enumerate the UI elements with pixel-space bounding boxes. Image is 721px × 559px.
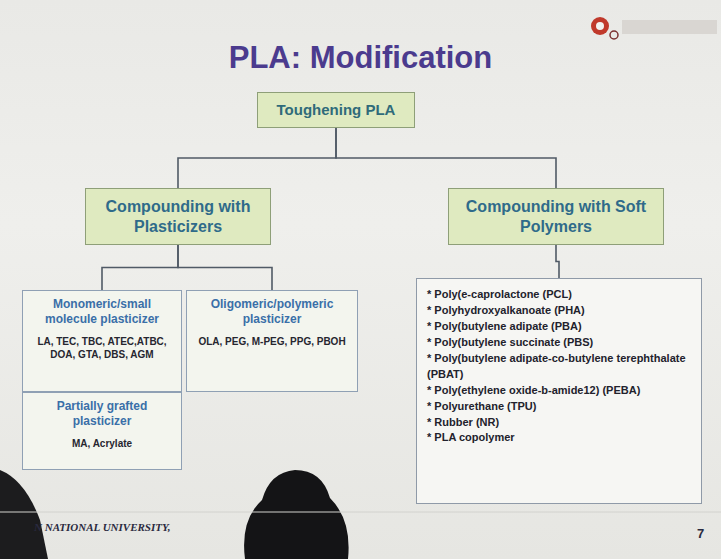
list-item: * Poly(e-caprolactone (PCL) — [427, 287, 691, 303]
list-item: * Poly(butylene succinate (PBS) — [427, 335, 691, 351]
subcategory-box: Monomeric/small molecule plasticizerLA, … — [22, 290, 182, 392]
logo-dot — [596, 22, 604, 30]
footer-text: N NATIONAL UNIVERSITY, — [34, 521, 170, 533]
tree-connector — [336, 128, 556, 188]
page-number: 7 — [697, 526, 704, 541]
subcategory-box: Oligomeric/polymeric plasticizerOLA, PEG… — [186, 290, 358, 392]
tree-connector — [178, 128, 336, 188]
tree-connector — [556, 245, 559, 278]
category-box: Compounding with Soft Polymers — [448, 188, 664, 245]
node-body: LA, TEC, TBC, ATEC,ATBC, DOA, GTA, DBS, … — [29, 335, 175, 361]
audience-shadow — [0, 470, 48, 559]
slide-title: PLA: Modification — [0, 40, 721, 76]
logo-dot — [610, 31, 618, 39]
audience-head — [244, 470, 349, 559]
list-item: * Polyurethane (TPU) — [427, 399, 691, 415]
node-heading: Toughening PLA — [266, 101, 406, 119]
category-box: Compounding with Plasticizers — [85, 188, 271, 245]
node-heading: Partially grafted plasticizer — [29, 399, 175, 429]
node-body: OLA, PEG, M-PEG, PPG, PBOH — [193, 335, 351, 348]
logo-band — [622, 20, 717, 34]
list-item: * Rubber (NR) — [427, 415, 691, 431]
list-box: * Poly(e-caprolactone (PCL)* Polyhydroxy… — [416, 278, 702, 504]
node-heading: Compounding with Plasticizers — [94, 197, 262, 237]
list-item: * Poly(butylene adipate-co-butylene tere… — [427, 351, 691, 383]
list-item: * Poly(butylene adipate (PBA) — [427, 319, 691, 335]
tree-connector — [178, 245, 272, 290]
list-item: * Poly(ethylene oxide-b-amide12) (PEBA) — [427, 383, 691, 399]
node-heading: Compounding with Soft Polymers — [457, 197, 655, 237]
node-body: MA, Acrylate — [29, 437, 175, 450]
logo-dot — [591, 17, 609, 35]
tree-connector — [102, 245, 178, 290]
node-heading: Monomeric/small molecule plasticizer — [29, 297, 175, 327]
list-item: * Polyhydroxyalkanoate (PHA) — [427, 303, 691, 319]
subcategory-box: Partially grafted plasticizerMA, Acrylat… — [22, 392, 182, 470]
footer-rule — [0, 512, 721, 513]
root-box: Toughening PLA — [257, 92, 415, 128]
node-heading: Oligomeric/polymeric plasticizer — [193, 297, 351, 327]
list-item: * PLA copolymer — [427, 430, 691, 446]
